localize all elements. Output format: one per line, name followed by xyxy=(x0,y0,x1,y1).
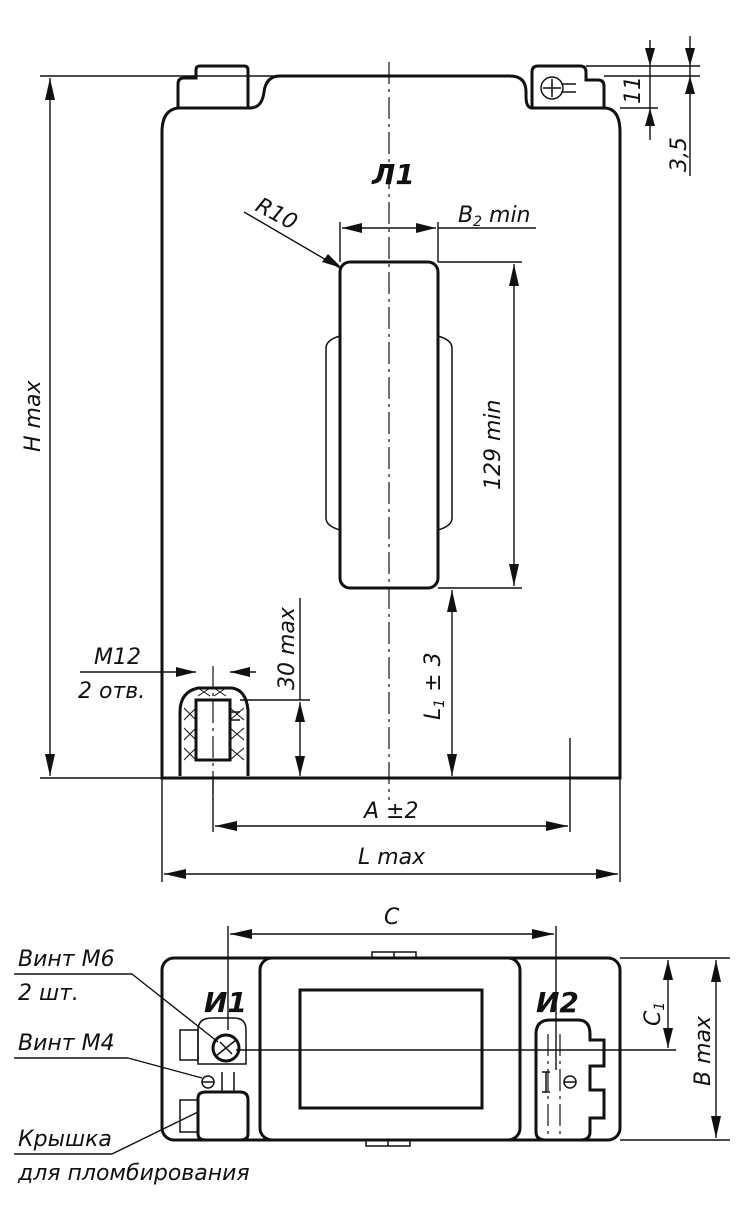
m6-screw-icon xyxy=(211,1033,241,1063)
cover-label: Крышка xyxy=(18,1127,112,1152)
center-window xyxy=(298,988,484,1110)
m12-label: M12 xyxy=(94,645,141,670)
holes-count-label: 2 отв. xyxy=(78,679,145,704)
left-mounting-tab xyxy=(176,64,250,108)
terminal-boss xyxy=(178,686,250,776)
screw-m4-label: Винт М4 xyxy=(18,1031,115,1056)
r10-label: R10 xyxy=(251,193,301,235)
terminal-i2-label: И2 xyxy=(536,986,579,1019)
housing-outline xyxy=(160,74,622,780)
bottom-view: И1 И2 C C1 xyxy=(14,905,730,1186)
tab-height-label: 11 xyxy=(621,76,646,104)
tab-screw-icon xyxy=(540,76,564,100)
terminal-l1-label: Л1 xyxy=(371,158,415,191)
boss-hatching xyxy=(183,687,245,761)
l-max-label: L max xyxy=(358,845,426,870)
boss-height-label: 30 max xyxy=(275,606,300,690)
window-height-label: 129 min xyxy=(481,400,506,490)
h-max-label: H max xyxy=(21,380,46,452)
top-view: H max R10 Л1 B2 min 129 min L1 ± 3 30 ma xyxy=(21,36,700,882)
left-terminal-block xyxy=(197,1017,247,1065)
a-label: A ±2 xyxy=(362,799,418,824)
tab-offset-label: 3,5 xyxy=(667,137,692,172)
right-terminal-block xyxy=(534,1018,606,1142)
terminal-i1-label: И1 xyxy=(204,986,247,1019)
screw-m6-label: Винт М6 xyxy=(18,947,115,972)
b2-label: B2 min xyxy=(458,203,531,230)
m12-threaded-hole xyxy=(194,698,232,762)
l1-label: L1 ± 3 xyxy=(421,652,448,720)
cover-purpose-label: для пломбирования xyxy=(17,1161,250,1186)
sealing-cover-left xyxy=(196,1090,250,1142)
c1-label: C1 xyxy=(641,1002,668,1026)
right-mounting-tab xyxy=(530,64,606,108)
c-label: C xyxy=(384,905,400,930)
screw-m6-qty-label: 2 шт. xyxy=(18,981,79,1006)
b-max-label: B max xyxy=(691,1015,716,1086)
